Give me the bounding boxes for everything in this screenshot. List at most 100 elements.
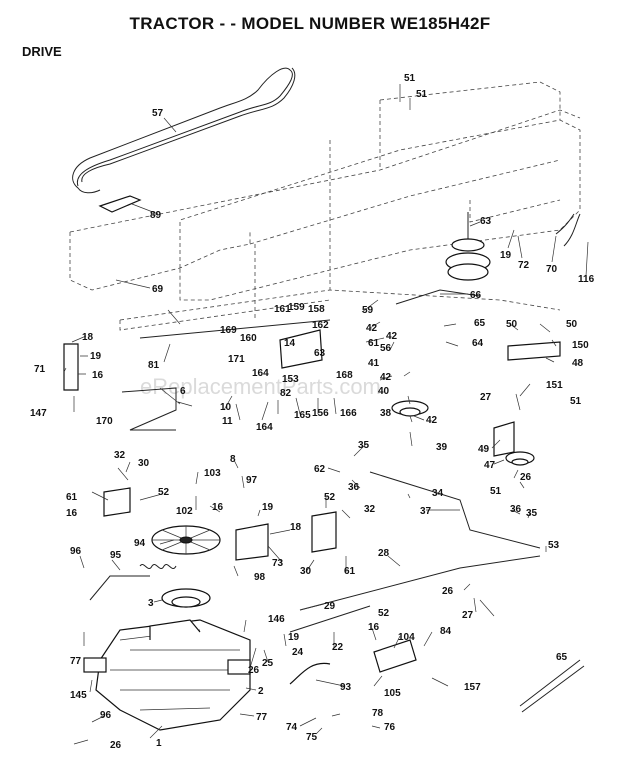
callout-64: 64 bbox=[472, 338, 484, 349]
callout-37: 37 bbox=[420, 506, 432, 517]
linkage-66 bbox=[395, 289, 481, 305]
callout-96: 96 bbox=[70, 546, 82, 557]
callout-48: 48 bbox=[572, 358, 584, 369]
callout-36: 36 bbox=[510, 504, 522, 515]
callout-22: 22 bbox=[332, 642, 344, 653]
callout-32: 32 bbox=[114, 450, 126, 461]
callout-16: 16 bbox=[92, 370, 104, 381]
callout-16: 16 bbox=[368, 622, 380, 633]
callout-105: 105 bbox=[384, 688, 401, 699]
callout-170: 170 bbox=[96, 416, 113, 427]
callout-159: 159 bbox=[288, 302, 305, 313]
callout-51: 51 bbox=[404, 73, 416, 84]
callout-147: 147 bbox=[30, 408, 47, 419]
spring-70 bbox=[555, 213, 581, 247]
callout-50: 50 bbox=[506, 319, 518, 330]
callout-76: 76 bbox=[384, 722, 396, 733]
brake-lever bbox=[89, 575, 150, 601]
callout-59: 59 bbox=[362, 305, 374, 316]
callout-95: 95 bbox=[110, 550, 122, 561]
tractor-frame bbox=[69, 81, 581, 331]
callout-36: 36 bbox=[348, 482, 360, 493]
idler-pulley-38 bbox=[391, 400, 429, 417]
callout-168: 168 bbox=[336, 370, 353, 381]
callout-51: 51 bbox=[416, 89, 428, 100]
callout-42: 42 bbox=[380, 372, 392, 383]
page-title: TRACTOR - - MODEL NUMBER WE185H42F bbox=[129, 14, 491, 33]
callout-74: 74 bbox=[286, 722, 298, 733]
leader-lines bbox=[63, 84, 589, 745]
callout-97: 97 bbox=[246, 475, 258, 486]
callout-27: 27 bbox=[480, 392, 492, 403]
callout-78: 78 bbox=[372, 708, 384, 719]
hose bbox=[289, 662, 331, 685]
bracket-48 bbox=[507, 341, 561, 361]
callout-151: 151 bbox=[546, 380, 563, 391]
tension-spring bbox=[519, 659, 585, 713]
callout-6: 6 bbox=[180, 386, 186, 397]
callout-161: 161 bbox=[274, 304, 291, 315]
callout-61: 61 bbox=[66, 492, 78, 503]
callout-98: 98 bbox=[254, 572, 266, 583]
callout-102: 102 bbox=[176, 506, 193, 517]
callout-57: 57 bbox=[152, 108, 164, 119]
callout-104: 104 bbox=[398, 632, 415, 643]
callout-61: 61 bbox=[344, 566, 356, 577]
linkage-170 bbox=[121, 387, 177, 431]
callout-52: 52 bbox=[158, 487, 170, 498]
section-label: DRIVE bbox=[22, 44, 62, 59]
callout-77: 77 bbox=[256, 712, 268, 723]
callout-82: 82 bbox=[280, 388, 292, 399]
callout-158: 158 bbox=[308, 304, 325, 315]
callout-30: 30 bbox=[300, 566, 312, 577]
callout-11: 11 bbox=[222, 416, 233, 427]
callout-47: 47 bbox=[484, 460, 496, 471]
callout-153: 153 bbox=[282, 374, 299, 385]
callout-10: 10 bbox=[220, 402, 232, 413]
callout-19: 19 bbox=[288, 632, 300, 643]
callout-164: 164 bbox=[256, 422, 273, 433]
callout-16: 16 bbox=[212, 502, 224, 513]
callout-72: 72 bbox=[518, 260, 530, 271]
shift-rod bbox=[289, 605, 371, 633]
transaxle-pulley bbox=[161, 588, 211, 608]
callout-29: 29 bbox=[324, 601, 336, 612]
watermark: eReplacementParts.com bbox=[140, 374, 381, 399]
callout-53: 53 bbox=[548, 540, 560, 551]
bracket-73 bbox=[235, 523, 269, 561]
engine-pulley bbox=[445, 212, 491, 281]
callout-52: 52 bbox=[378, 608, 390, 619]
callout-35: 35 bbox=[358, 440, 370, 451]
brake-rod bbox=[369, 471, 541, 549]
clutch-rod bbox=[299, 555, 541, 611]
callout-81: 81 bbox=[148, 360, 160, 371]
callout-96: 96 bbox=[100, 710, 112, 721]
callout-70: 70 bbox=[546, 264, 558, 275]
bracket-49 bbox=[493, 421, 515, 457]
callout-26: 26 bbox=[442, 586, 454, 597]
callout-62: 62 bbox=[314, 464, 326, 475]
callout-19: 19 bbox=[500, 250, 512, 261]
callout-166: 166 bbox=[340, 408, 357, 419]
callout-77: 77 bbox=[70, 656, 82, 667]
belt-guide bbox=[98, 195, 142, 213]
callout-63: 63 bbox=[314, 348, 326, 359]
bracket-16 bbox=[103, 487, 131, 517]
callout-160: 160 bbox=[240, 333, 257, 344]
callout-38: 38 bbox=[380, 408, 392, 419]
callout-145: 145 bbox=[70, 690, 87, 701]
callout-89: 89 bbox=[150, 210, 162, 221]
callout-2: 2 bbox=[258, 686, 264, 697]
callout-26: 26 bbox=[110, 740, 122, 751]
callout-63: 63 bbox=[480, 216, 492, 227]
callout-14: 14 bbox=[284, 338, 296, 349]
callout-164: 164 bbox=[252, 368, 269, 379]
callout-150: 150 bbox=[572, 340, 589, 351]
callout-25: 25 bbox=[262, 658, 274, 669]
bracket-30 bbox=[311, 511, 337, 553]
return-spring-95 bbox=[139, 564, 177, 570]
callout-41: 41 bbox=[368, 358, 380, 369]
callout-42: 42 bbox=[366, 323, 378, 334]
bracket-105 bbox=[373, 639, 417, 673]
callout-1: 1 bbox=[156, 738, 162, 749]
